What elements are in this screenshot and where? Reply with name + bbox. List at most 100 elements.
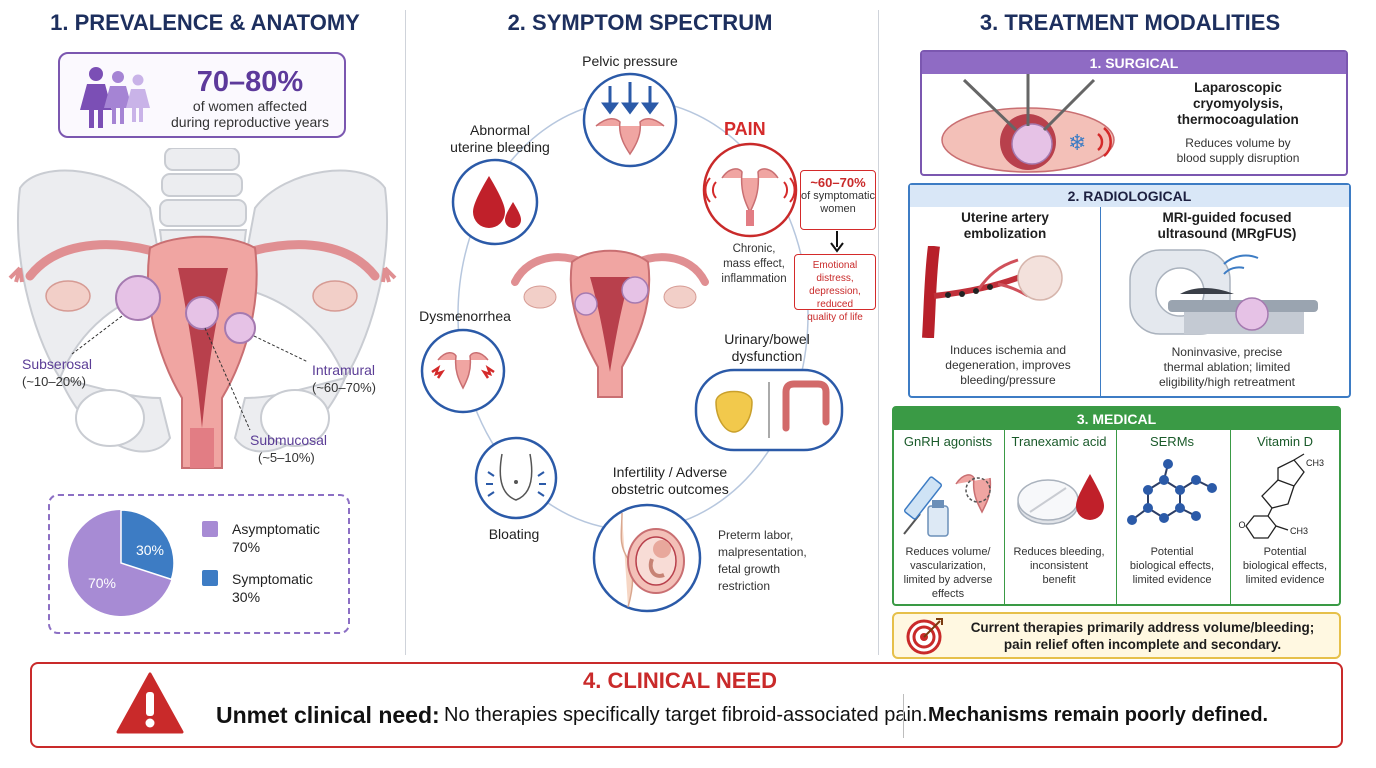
txa-desc-line-1: Reduces bleeding, [1013,546,1105,558]
warning-icon [116,672,184,734]
urinary-bowel-icon [694,368,844,452]
bloating-icon [474,436,558,520]
submucosal-label: Submucosal (~5–10%) [250,432,327,466]
preterm-line-1: Preterm labor, [718,528,794,542]
pie-label-symptomatic: 30% [136,542,164,558]
unmet-need-label: Unmet clinical need: [216,702,440,728]
uae-title-line-1: Uterine artery [961,210,1049,225]
submucosal-percent: (~5–10%) [258,450,315,465]
current-line-1: Current therapies primarily address volu… [970,620,1315,635]
vitd-ch3-bottom: CH3 [1290,526,1308,536]
mri-scanner-icon [1129,249,1318,335]
vitd-desc-line-2: biological effects, [1242,560,1328,572]
vitamin-d-structure-icon: CH3 HO CH3 [1238,453,1324,539]
serm-desc-line-3: limited evidence [1132,574,1212,586]
symptom-pie-chart: 70% 30% [68,509,175,616]
uae-desc-line-3: bleeding/pressure [960,373,1056,387]
legend-asymptomatic: Asymptomatic 70% [232,520,320,556]
gnrh-description: Reduces volume/ vascularization, limited… [894,545,1002,601]
subserosal-name: Subserosal [22,356,93,372]
medical-divider-3 [1230,430,1231,604]
subserosal-percent: (~10–20%) [22,374,86,389]
emotional-line-2: depression, reduced [809,286,861,310]
current-therapies-text: Current therapies primarily address volu… [950,619,1335,653]
medical-header: 3. MEDICAL [894,408,1339,430]
gnrh-desc-line-2: vascularization, [910,560,986,572]
surgical-description: Reduces volume by blood supply disruptio… [1138,136,1338,166]
unmet-need-statement: No therapies specifically target fibroid… [444,704,928,726]
txa-description: Reduces bleeding, inconsistent benefit [1004,545,1114,587]
pain-causes-line-3: inflammation [721,273,787,285]
dysmenorrhea-icon [420,328,506,414]
emotional-line-1: Emotional distress, [812,260,858,284]
dysmenorrhea-label: Dysmenorrhea [419,308,511,324]
pain-percent-value: ~60–70% [810,175,866,190]
medical-divider-2 [1116,430,1117,604]
uae-desc-line-2: degeneration, improves [945,358,1071,372]
pain-uterus-icon [702,142,798,238]
arrow-down-icon [830,231,844,253]
laparoscopic-icon: ❄ [941,74,1115,173]
serm-desc-line-1: Potential [1150,546,1194,558]
abnormal-bleeding-line-2: uterine bleeding [450,139,550,155]
blood-drop-icon [451,158,539,246]
submucosal-name: Submucosal [250,432,328,448]
current-therapies-box [892,612,1341,659]
pain-causes: Chronic, mass effect, inflammation [716,242,792,287]
bloating-label: Bloating [488,526,540,542]
gnrh-desc-line-4: effects [931,588,965,600]
intramural-label: Intramural (~60–70%) [312,362,376,396]
serms-description: Potential biological effects, limited ev… [1116,545,1228,587]
prevalence-text: of women affected during reproductive ye… [170,98,330,130]
medical-section: 3. MEDICAL [892,406,1341,606]
preterm-line-2: malpresentation, [718,545,807,559]
prevalence-line-2: during reproductive years [171,114,329,130]
svg-text:❄: ❄ [1068,131,1086,156]
legend-symptomatic: Symptomatic 30% [232,570,313,606]
mri-desc-line-1: Noninvasive, precise [1171,345,1283,359]
preterm-line-4: restriction [718,579,771,593]
pain-causes-line-1: Chronic, [732,243,776,255]
abnormal-bleeding-line-1: Abnormal [470,122,530,138]
gnrh-syringe-icon [903,474,992,537]
intramural-percent: (~60–70%) [312,380,376,395]
legend-swatch-asymptomatic [202,521,218,537]
current-line-2: pain relief often incomplete and seconda… [1003,637,1282,652]
abnormal-bleeding-label: Abnormal uterine bleeding [440,122,560,156]
emotional-distress-text: Emotional distress, depression, reduced … [794,259,876,324]
pain-percent-sub-1: of symptomatic [801,190,875,202]
gnrh-desc-line-1: Reduces volume/ [905,546,991,558]
radiological-divider [1100,207,1101,396]
surgical-title-line-3: thermocoagulation [1177,112,1299,127]
surgical-section: 1. SURGICAL [920,50,1348,176]
txa-desc-line-2: inconsistent [1029,560,1089,572]
column-title-symptoms: 2. SYMPTOM SPECTRUM [507,10,773,35]
tablet-blood-icon [1017,474,1104,525]
symptom-pie-box [48,494,350,634]
infertility-label: Infertility / Adverse obstetric outcomes [600,464,740,498]
legend-swatch-symptomatic [202,570,218,586]
uae-title: Uterine artery embolization [920,210,1090,242]
emotional-line-3: quality of life [807,312,863,323]
pie-label-asymptomatic: 70% [88,575,116,591]
mri-title-line-1: MRI-guided focused [1162,210,1292,225]
legend-symptomatic-label: Symptomatic [232,571,313,587]
pain-percent-box [800,170,876,230]
column-title-prevalence: 1. PREVALENCE & ANATOMY [50,10,360,35]
infertility-line-2: obstetric outcomes [611,481,729,497]
women-group-icon [80,67,150,128]
surgical-title-line-2: cryomyolysis, [1192,96,1284,111]
pelvic-pressure-icon [582,72,678,168]
preterm-line-3: fetal growth [718,562,781,576]
urinary-line-1: Urinary/bowel [724,331,810,347]
vitd-desc-line-1: Potential [1263,546,1307,558]
target-icon [906,618,943,655]
vitd-ch3-top: CH3 [1306,458,1324,468]
clinical-need-box [30,662,1343,748]
obstetric-outcomes: Preterm labor, malpresentation, fetal gr… [718,527,807,595]
emotional-distress-box [794,254,876,310]
pelvis-uterus-illustration [8,148,397,469]
prevalence-percent: 70–80% [196,66,304,98]
molecule-icon [1127,459,1217,525]
subserosal-label: Subserosal (~10–20%) [22,356,92,390]
